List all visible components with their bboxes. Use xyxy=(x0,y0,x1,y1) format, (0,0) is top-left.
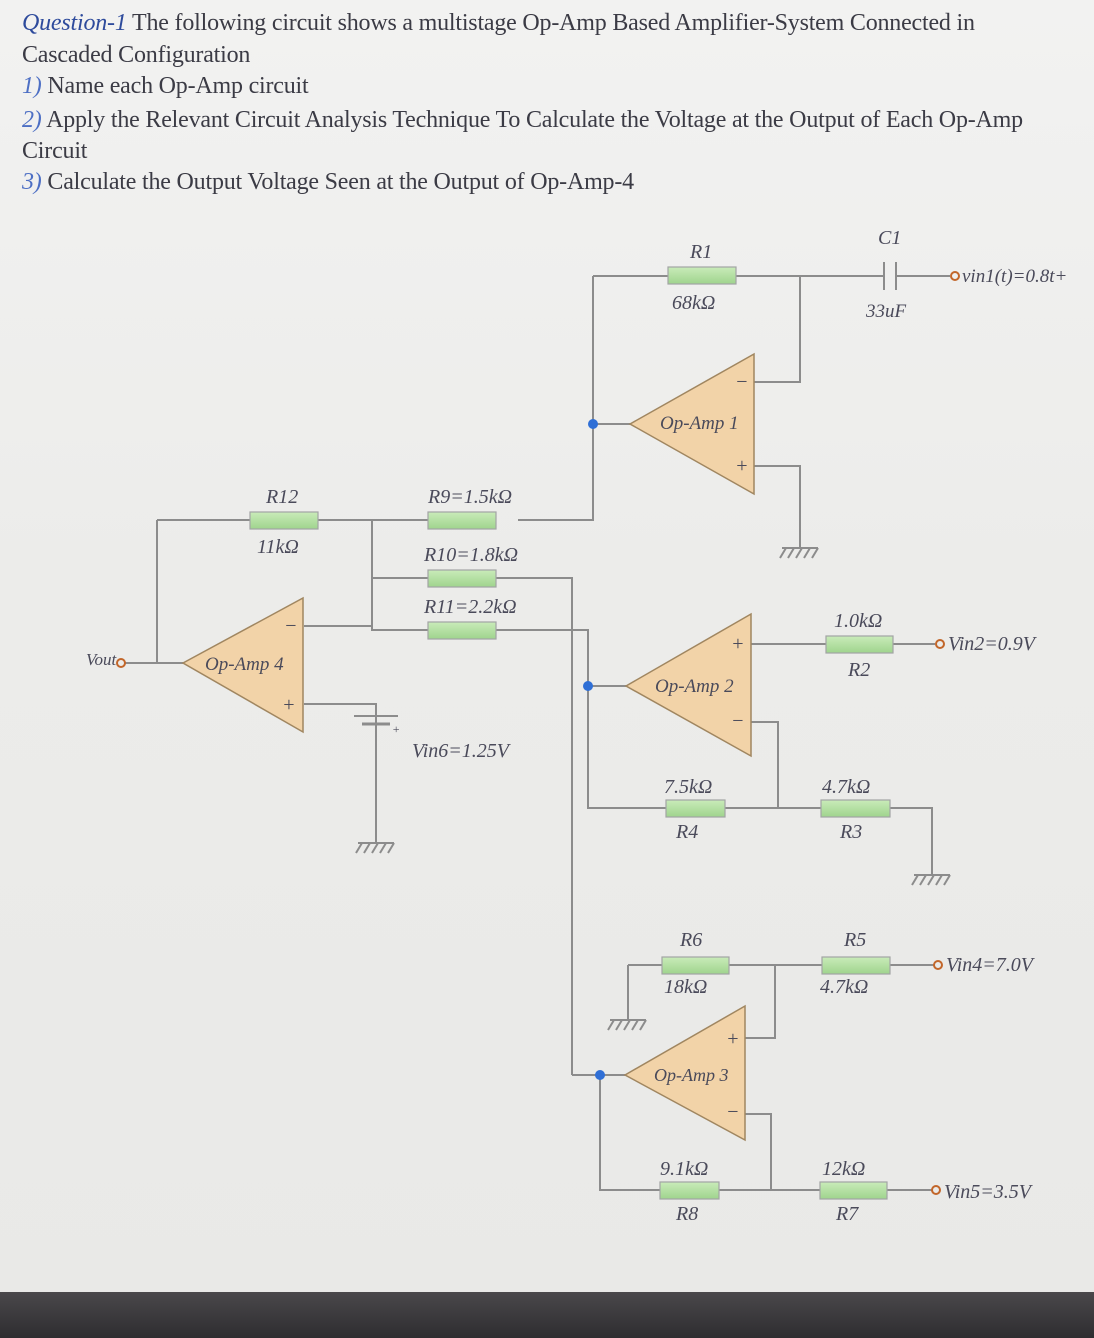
r2-value: 1.0kΩ xyxy=(834,610,882,632)
worksheet xyxy=(0,0,1094,1300)
vin4-terminal-icon xyxy=(933,960,943,970)
r10-label: R10=1.8kΩ xyxy=(423,544,518,566)
r3-name: R3 xyxy=(839,821,862,843)
ground-icon xyxy=(779,547,819,559)
question-tag: Question-1 xyxy=(22,10,127,36)
question-item-2-cont: Circuit xyxy=(22,138,87,165)
node-dot xyxy=(595,1070,605,1080)
resistor-r1 xyxy=(667,266,737,285)
ground-icon xyxy=(911,874,951,886)
r2-name: R2 xyxy=(847,659,870,681)
vin2-terminal-icon xyxy=(935,639,945,649)
item-text: Calculate the Output Voltage Seen at the… xyxy=(47,169,634,195)
opamp-3-label: Op-Amp 3 xyxy=(654,1065,729,1085)
opamp-4-minus: − xyxy=(284,615,298,637)
r12-value: 11kΩ xyxy=(257,536,299,558)
r1-value: 68kΩ xyxy=(672,292,715,314)
item-number: 2) xyxy=(22,107,42,133)
vin2-label: Vin2=0.9V xyxy=(948,633,1038,655)
node-dot xyxy=(583,681,593,691)
resistor-r8 xyxy=(659,1181,720,1200)
r3-value: 4.7kΩ xyxy=(822,776,870,798)
r6-name: R6 xyxy=(679,929,702,951)
opamp-4: Op-Amp 4 − + xyxy=(181,596,304,734)
resistor-r4 xyxy=(665,799,726,818)
opamp-1-plus: + xyxy=(735,455,749,477)
vin6-label: Vin6=1.25V xyxy=(412,740,512,762)
resistor-r11 xyxy=(427,621,497,640)
r4-name: R4 xyxy=(675,821,698,843)
resistor-labels: R1 68kΩ R12 11kΩ R9=1.5kΩ R10=1.8kΩ R11=… xyxy=(257,241,882,1225)
wires xyxy=(125,275,950,1191)
opamp-1: Op-Amp 1 − + xyxy=(628,352,755,496)
item-text: Name each Op-Amp circuit xyxy=(47,73,309,99)
screen-bezel xyxy=(0,1292,1094,1338)
opamp-2-label: Op-Amp 2 xyxy=(655,676,734,697)
r1-name: R1 xyxy=(689,241,712,263)
resistor-r2 xyxy=(825,635,894,654)
question-line-1: Question-1 The following circuit shows a… xyxy=(22,10,975,37)
circuit-schematic: C1 33uF + Vin6=1.25V R1 68kΩ R12 11kΩ R9… xyxy=(86,227,1067,1225)
item-number: 3) xyxy=(22,169,42,195)
item-text: Apply the Relevant Circuit Analysis Tech… xyxy=(46,107,1023,133)
battery-vin6: + Vin6=1.25V xyxy=(354,715,512,762)
r6-value: 18kΩ xyxy=(664,976,707,998)
opamp-2-minus: − xyxy=(731,710,745,732)
vout-terminal-icon xyxy=(116,658,126,668)
r11-label: R11=2.2kΩ xyxy=(423,596,517,618)
resistor-bodies xyxy=(249,266,894,1200)
opamp-2: Op-Amp 2 + − xyxy=(624,612,752,758)
question-item-1: 1) Name each Op-Amp circuit xyxy=(22,73,309,100)
ground-icon xyxy=(607,1019,647,1031)
battery-plus: + xyxy=(392,722,400,736)
junction-nodes xyxy=(583,419,605,1080)
resistor-r7 xyxy=(819,1181,888,1200)
resistor-r10 xyxy=(427,569,497,588)
resistor-r5 xyxy=(821,956,891,975)
r5-value: 4.7kΩ xyxy=(820,976,868,998)
r9-label: R9=1.5kΩ xyxy=(427,486,512,508)
opamp-3: Op-Amp 3 + − xyxy=(623,1004,746,1142)
r8-name: R8 xyxy=(675,1203,698,1225)
resistor-r6 xyxy=(661,956,730,975)
r5-name: R5 xyxy=(843,929,866,951)
ground-icon xyxy=(355,842,395,854)
item-text: Circuit xyxy=(22,138,88,164)
r8-value: 9.1kΩ xyxy=(660,1158,708,1180)
question-item-2: 2) Apply the Relevant Circuit Analysis T… xyxy=(22,107,1023,134)
opamp-4-label: Op-Amp 4 xyxy=(205,654,284,675)
opamp-2-plus: + xyxy=(731,633,745,655)
r7-value: 12kΩ xyxy=(822,1158,865,1180)
c1-name: C1 xyxy=(878,227,901,249)
node-dot xyxy=(588,419,598,429)
opamp-3-plus: + xyxy=(726,1028,740,1050)
r7-name: R7 xyxy=(835,1203,859,1225)
vout-label: Vout xyxy=(86,650,118,669)
resistor-r9 xyxy=(427,511,497,530)
vin4-label: Vin4=7.0V xyxy=(946,954,1036,976)
terminals xyxy=(116,271,960,1195)
opamp-1-label: Op-Amp 1 xyxy=(660,413,739,434)
resistor-r12 xyxy=(249,511,319,530)
vin5-label: Vin5=3.5V xyxy=(944,1181,1034,1203)
opamp-4-plus: + xyxy=(282,694,296,716)
vin1-label: vin1(t)=0.8t+ xyxy=(962,266,1067,287)
ground-symbols xyxy=(355,547,951,1031)
resistor-r3 xyxy=(820,799,891,818)
r4-value: 7.5kΩ xyxy=(664,776,712,798)
question-intro: The following circuit shows a multistage… xyxy=(132,10,975,36)
question-line-2: Cascaded Configuration xyxy=(22,42,251,68)
source-labels: vin1(t)=0.8t+ Vin2=0.9V Vin4=7.0V Vin5=3… xyxy=(86,266,1067,1203)
r12-name: R12 xyxy=(265,486,298,508)
vin1-terminal-icon xyxy=(950,271,960,281)
c1-value: 33uF xyxy=(865,301,907,322)
opamp-1-minus: − xyxy=(735,371,749,393)
item-number: 1) xyxy=(22,73,42,99)
opamp-3-minus: − xyxy=(726,1101,740,1123)
capacitor-c1: C1 33uF xyxy=(865,227,907,322)
question-item-3: 3) Calculate the Output Voltage Seen at … xyxy=(22,169,634,196)
vin5-terminal-icon xyxy=(931,1185,941,1195)
